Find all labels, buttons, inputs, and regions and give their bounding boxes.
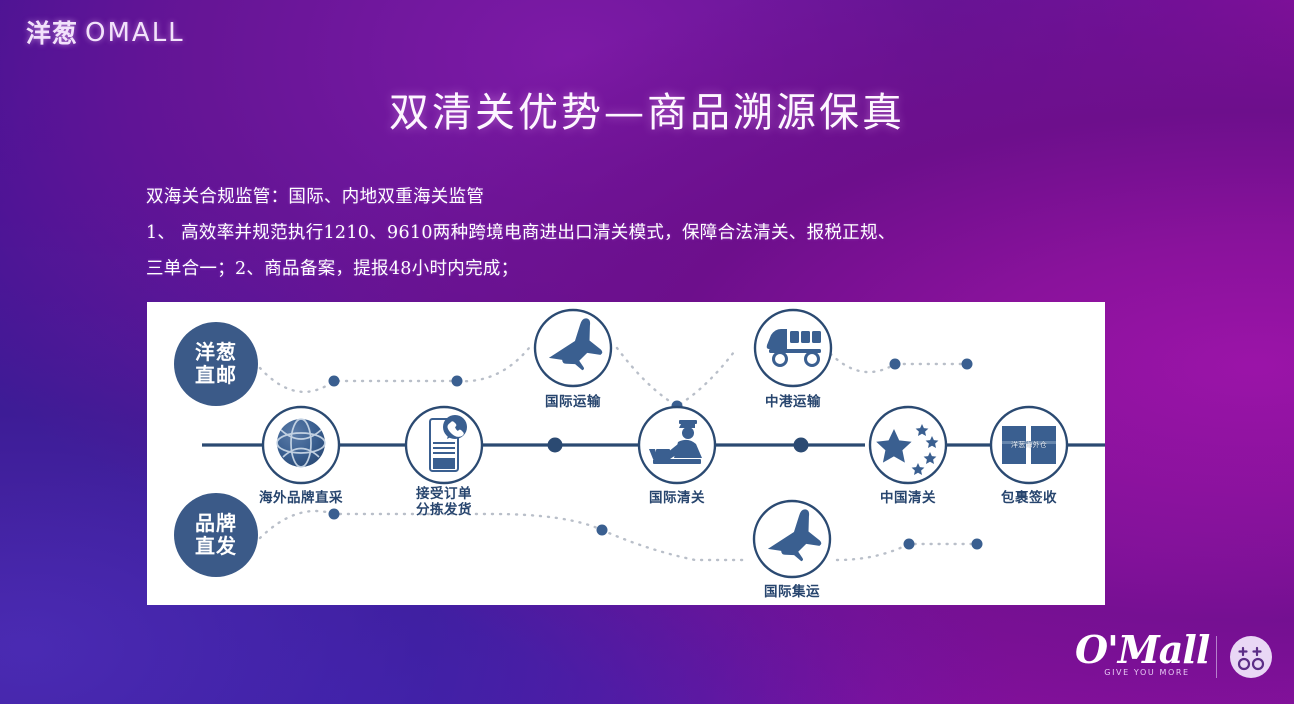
body-copy: 双海关合规监管：国际、内地双重海关监管 1、 高效率并规范执行1210、9610…	[146, 179, 1106, 287]
process-flow-diagram: 洋葱 直邮 品牌 直发 洋葱海外仓 海外品牌直采 接受订单 分拣发货 国际运输 …	[147, 302, 1105, 605]
mascot-face-icon	[1237, 646, 1265, 671]
node-china-customs[interactable]	[868, 405, 948, 485]
node-label-parcel-receipt: 包裹签收	[1001, 490, 1057, 506]
main-flow-line-markers	[547, 437, 809, 453]
brand-logo-cn: 洋葱	[26, 18, 79, 48]
customs-officer-icon	[649, 420, 702, 464]
order-phone-icon	[429, 415, 467, 472]
body-line-2: 1、 高效率并规范执行1210、9610两种跨境电商进出口清关模式，保障合法清关…	[146, 223, 896, 243]
node-international-consolidation[interactable]	[752, 499, 832, 579]
node-order-dispatch[interactable]	[404, 405, 484, 485]
mascot-icon	[1230, 636, 1272, 678]
page-title: 双清关优势—商品溯源保真	[389, 90, 905, 136]
globe-icon	[276, 418, 326, 468]
node-label-order-dispatch-line1: 接受订单	[416, 486, 472, 502]
node-overseas-sourcing[interactable]	[261, 405, 341, 485]
node-international-customs[interactable]	[637, 405, 717, 485]
omall-tagline: GIVE YOU MORE	[1104, 668, 1190, 677]
node-label-international-consolidation: 国际集运	[764, 584, 820, 600]
package-box-icon-text: 洋葱海外仓	[1011, 441, 1047, 449]
node-label-hk-mainland-transport: 中港运输	[765, 394, 821, 410]
node-international-transport[interactable]	[533, 308, 613, 388]
body-line-3: 三单合一；2、商品备案，提报48小时内完成；	[146, 259, 519, 279]
omall-wordmark-text: O'Mall	[1075, 627, 1210, 672]
node-label-international-transport: 国际运输	[545, 394, 601, 410]
diagram-svg	[202, 308, 1105, 579]
badge-brand-direct-line1: 品牌	[195, 511, 237, 535]
china-flag-stars-icon	[876, 424, 939, 475]
node-parcel-receipt[interactable]	[989, 405, 1069, 485]
airplane-icon	[548, 318, 603, 371]
omall-wordmark: O'Mall GIVE YOU MORE	[1075, 627, 1210, 686]
footer-divider	[1216, 636, 1217, 678]
node-label-international-customs: 国际清关	[649, 490, 705, 506]
node-label-order-dispatch: 接受订单 分拣发货	[416, 486, 472, 518]
badge-brand-direct[interactable]: 品牌 直发	[174, 493, 258, 577]
node-hk-mainland-transport[interactable]	[753, 308, 833, 388]
body-line-1: 双海关合规监管：国际、内地双重海关监管	[146, 187, 485, 207]
truck-icon	[766, 329, 821, 367]
node-label-order-dispatch-line2: 分拣发货	[416, 502, 472, 518]
airplane-icon	[767, 509, 822, 562]
brand-logo-en: OMALL	[85, 18, 185, 48]
brand-logo: 洋葱 OMALL	[26, 20, 185, 46]
package-box-icon	[1002, 426, 1056, 464]
node-label-overseas-sourcing: 海外品牌直采	[259, 490, 343, 506]
badge-brand-direct-line2: 直发	[195, 534, 237, 558]
node-label-china-customs: 中国清关	[880, 490, 936, 506]
dotted-connectors	[258, 346, 979, 562]
badge-direct-mail[interactable]: 洋葱 直邮	[174, 322, 258, 406]
badge-direct-mail-line1: 洋葱	[195, 340, 237, 364]
badge-direct-mail-line2: 直邮	[195, 363, 237, 387]
footer-logo: O'Mall GIVE YOU MORE	[1075, 628, 1272, 686]
